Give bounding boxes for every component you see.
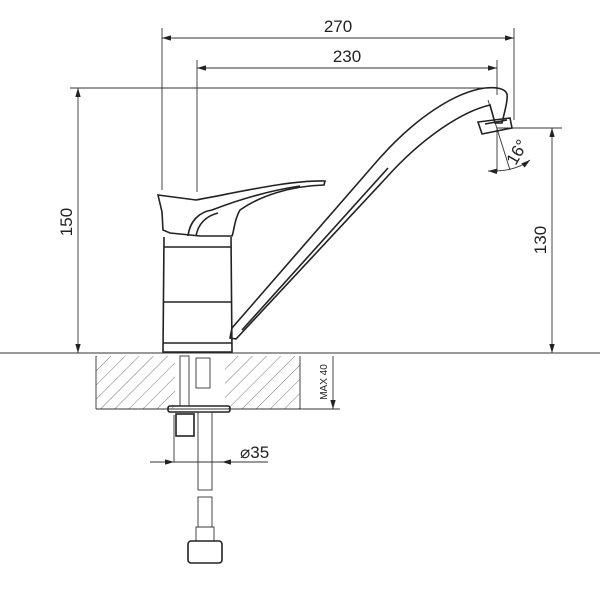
dimension-230: 230 — [196, 47, 498, 192]
dimension-max-40-label: MAX 40 — [319, 364, 330, 400]
countertop — [0, 352, 600, 410]
dimension-130: 130 — [497, 127, 562, 353]
dimension-270: 270 — [161, 17, 515, 190]
faucet-body — [162, 236, 233, 353]
dimension-150-label: 150 — [57, 208, 76, 236]
faucet-spout — [229, 86, 513, 340]
supply-hoses — [167, 355, 231, 564]
dimension-angle-label: 16° — [503, 136, 532, 168]
dimension-150: 150 — [57, 87, 492, 353]
dimension-angle: 16° — [487, 99, 532, 175]
dimension-max-40: MAX 40 — [300, 356, 340, 410]
dimension-270-label: 270 — [324, 17, 352, 36]
dimension-130-label: 130 — [531, 226, 550, 254]
dimension-diameter-35-label: ⌀35 — [240, 443, 269, 462]
faucet-lever-handle — [156, 180, 327, 237]
dimension-230-label: 230 — [333, 47, 361, 66]
dimension-diameter-35: ⌀35 — [150, 415, 269, 465]
